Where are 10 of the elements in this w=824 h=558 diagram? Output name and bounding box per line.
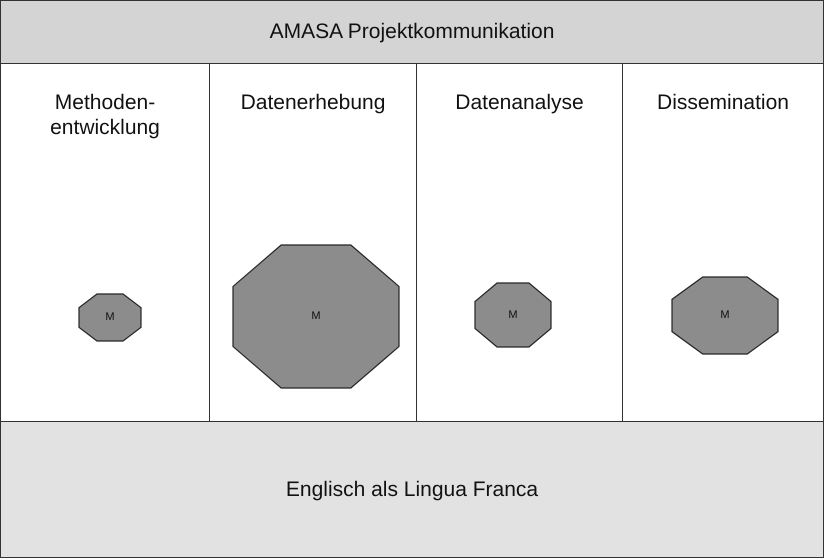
node-label: M: [507, 309, 519, 321]
column-heading: Datenanalyse: [454, 90, 585, 115]
node-label: M: [104, 311, 116, 323]
header-band: AMASA Projektkommunikation: [0, 0, 824, 64]
column-heading: Dissemination: [656, 90, 790, 115]
column-heading: Methoden- entwicklung: [49, 90, 161, 140]
footer-band: Englisch als Lingua Franca: [0, 421, 824, 558]
node-label: M: [719, 309, 731, 321]
node-label: M: [310, 310, 322, 322]
column-heading: Datenerhebung: [240, 90, 386, 115]
